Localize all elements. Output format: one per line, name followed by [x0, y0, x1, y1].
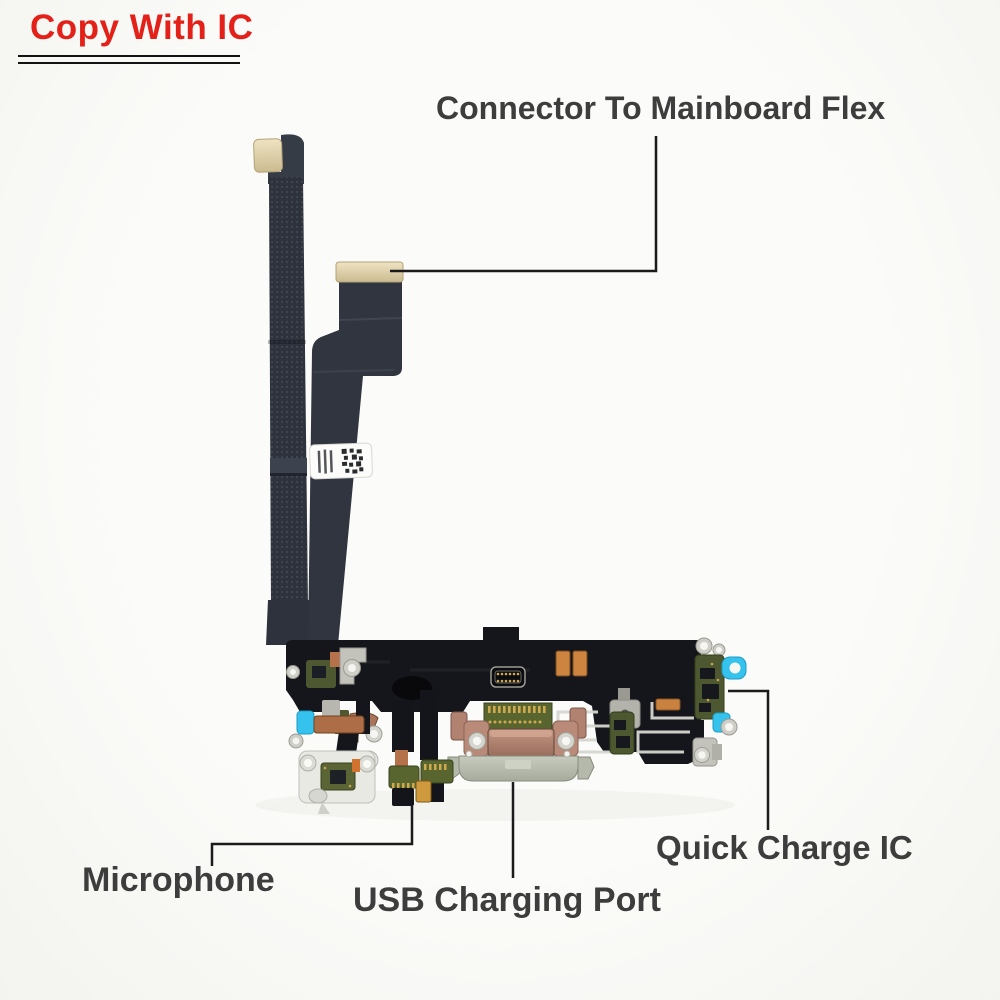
copper-pads	[555, 650, 588, 677]
page-title: Copy With IC	[30, 8, 254, 47]
mainboard-flex	[308, 261, 404, 645]
charging-port-board	[286, 627, 701, 764]
board-connector	[490, 666, 526, 688]
callout-line-connector	[390, 136, 658, 273]
board-left-components	[286, 647, 367, 688]
quick-charge-chip	[702, 684, 719, 699]
label-usb-charging-port: USB Charging Port	[353, 881, 661, 919]
flex-tip-connector	[253, 138, 283, 173]
title-underline	[18, 55, 240, 64]
bracket-stem	[618, 688, 630, 702]
label-microphone: Microphone	[82, 861, 275, 899]
bracket-wing-right	[577, 756, 595, 780]
quick-charge-ic	[690, 637, 747, 767]
copper-contact	[655, 698, 681, 711]
label-connector-to-mainboard-flex: Connector To Mainboard Flex	[436, 90, 886, 126]
serial-label-sticker	[309, 442, 373, 480]
callout-lines	[210, 136, 770, 878]
callout-line-quick-charge	[728, 689, 770, 830]
flex-ribbon-cable	[253, 134, 311, 645]
solder-pins	[488, 706, 546, 724]
microphone-gold-can	[415, 780, 432, 803]
usb-charging-port	[447, 702, 635, 782]
microphone-assembly-left	[288, 700, 376, 814]
barcode-matrix	[341, 448, 364, 474]
callout-line-microphone	[210, 806, 414, 866]
label-quick-charge-ic: Quick Charge IC	[656, 829, 913, 866]
cyan-pull-tab	[296, 710, 315, 735]
